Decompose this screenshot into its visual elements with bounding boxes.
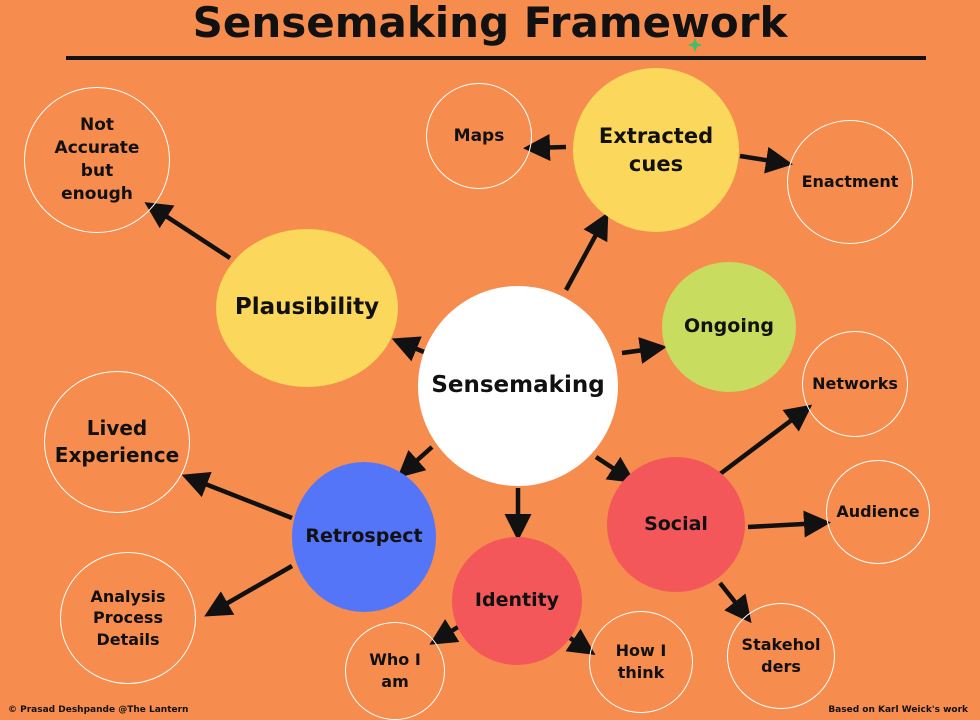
node-enactment: Enactment (787, 120, 913, 244)
arrow-center-extracted (564, 212, 609, 292)
arrow-extracted-maps (523, 133, 567, 161)
arrow-identity-whoiam (429, 619, 460, 645)
node-retrospect: Retrospect (292, 462, 436, 612)
node-networks: Networks (802, 331, 908, 437)
node-maps: Maps (426, 83, 532, 189)
node-sensemaking: Sensemaking (418, 286, 618, 486)
node-how-i-think: How I think (589, 611, 693, 713)
arrow-center-retrospect (397, 445, 434, 478)
node-social: Social (607, 457, 745, 592)
arrow-extracted-enactment (739, 146, 793, 174)
node-stakeholders: Stakehol ders (727, 603, 835, 709)
footer-copyright: © Prasad Deshpande @The Lantern (8, 705, 189, 715)
node-not-accurate: Not Accurate but enough (24, 87, 170, 233)
arrow-retrospect-analysis (204, 564, 294, 617)
node-lived-experience: Lived Experience (44, 371, 190, 513)
footer-attribution: Based on Karl Weick's work (828, 705, 968, 715)
arrow-plausibility-notaccurate (144, 202, 232, 260)
node-analysis: Analysis Process Details (60, 552, 196, 684)
arrow-social-audience (747, 510, 831, 538)
arrow-center-plausibility (391, 336, 425, 362)
arrow-center-social (594, 455, 636, 483)
node-who-i-am: Who I am (345, 622, 445, 720)
sparkle-icon (688, 38, 702, 52)
arrow-social-networks (718, 404, 813, 476)
arrow-center-ongoing (621, 337, 667, 364)
node-identity: Identity (452, 537, 582, 665)
node-extracted-cues: Extracted cues (573, 68, 739, 232)
node-audience: Audience (826, 460, 930, 564)
arrow-social-stakeholders (718, 581, 752, 624)
page-title: Sensemaking Framework (192, 0, 788, 47)
arrow-identity-howithink (565, 628, 596, 655)
arrow-retrospect-lived (181, 472, 293, 521)
node-ongoing: Ongoing (662, 262, 796, 392)
title-underline (66, 56, 926, 60)
node-plausibility: Plausibility (216, 229, 398, 387)
